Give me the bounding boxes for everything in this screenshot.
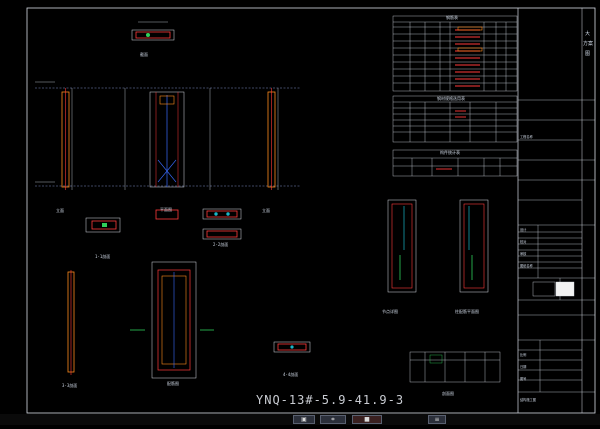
tb-scale: 比例: [520, 353, 527, 357]
label-top-section: 截面: [140, 52, 148, 57]
title-side-3: 图: [585, 51, 591, 57]
tb-check: 校对: [520, 240, 527, 244]
status-button-grid[interactable]: ⌗: [320, 415, 346, 424]
table-small-title: 构件统计表: [440, 150, 460, 155]
tb-drawing: 图纸名称: [520, 264, 533, 268]
section-row-1: [85, 208, 242, 240]
label-column-plan: 柱配筋平面图: [455, 309, 479, 314]
tb-sheet: 图号: [520, 377, 527, 381]
tb-approve: 审核: [520, 252, 527, 256]
tb-footer: 结构施工图: [520, 398, 536, 402]
center-elevation: [124, 88, 211, 190]
right-column-elevation: [267, 88, 279, 190]
right-detail-1: [387, 199, 417, 293]
status-button-model[interactable]: ▣: [293, 415, 315, 424]
tb-design: 设计: [520, 228, 527, 232]
label-node-detail: 节点详图: [382, 309, 398, 314]
drawing-border: [26, 7, 596, 414]
tb-date: 日期: [520, 365, 527, 369]
table-title: 钢筋表: [446, 15, 458, 20]
elevation-lines: [35, 87, 300, 187]
bottom-small-section: [273, 341, 311, 353]
table-mid-title: 钢材规格选用表: [437, 96, 465, 101]
right-detail-2: [459, 199, 489, 293]
left-column-elevation: [61, 88, 73, 190]
drawing-code-label: YNQ-13#-5.9-41.9-3: [256, 393, 405, 407]
title-side-1: 大: [585, 31, 591, 37]
label-section-1: 1-1剖面: [95, 254, 111, 259]
top-small-section: [131, 21, 175, 41]
status-button-layout[interactable]: ■: [352, 415, 382, 424]
label-rebar: 配筋图: [167, 381, 179, 386]
label-left-elevation: 立面: [56, 208, 64, 213]
lower-center-plan: [130, 261, 214, 379]
label-right-elevation: 立面: [262, 208, 270, 213]
label-section-plan: 剖面图: [442, 391, 454, 396]
label-section-4: 4-4剖面: [283, 372, 299, 377]
label-section-2: 2-2剖面: [213, 242, 229, 247]
rebar-table: [392, 15, 518, 177]
label-section-3: 3-3剖面: [62, 383, 78, 388]
title-side-2: 方案: [583, 41, 594, 47]
label-center-plan: 平面图: [160, 207, 172, 212]
title-block-grid: [518, 99, 595, 393]
lower-left-column: [67, 270, 75, 375]
tb-project: 工程名称: [520, 135, 533, 139]
bottom-right-plan: [409, 351, 501, 383]
status-button-menu[interactable]: ≡: [428, 415, 446, 424]
